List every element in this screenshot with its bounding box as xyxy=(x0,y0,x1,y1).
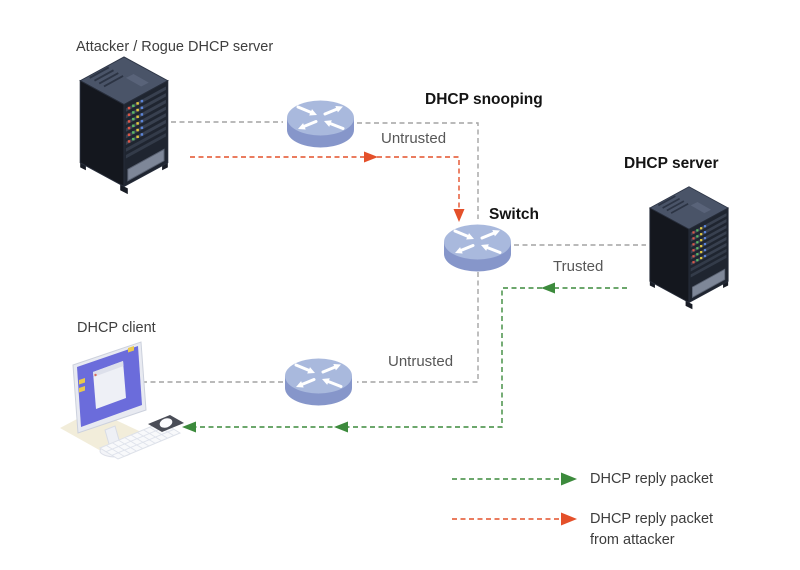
arrowhead-left-icon xyxy=(334,421,348,433)
dhcp-reply-path xyxy=(182,282,627,433)
switch-cylinder-icon xyxy=(281,355,356,407)
port-label-trusted: Trusted xyxy=(553,258,604,275)
switch-cylinder-icon xyxy=(283,97,358,149)
port-label-untrusted-top: Untrusted xyxy=(381,130,447,147)
port-label-untrusted-bottom: Untrusted xyxy=(388,353,454,370)
switch-cylinder-icon xyxy=(440,221,515,273)
legend-sample-lines xyxy=(452,472,577,526)
arrowhead-right-icon xyxy=(364,151,378,163)
switch-label: Switch xyxy=(489,206,539,223)
attacker-reply-path xyxy=(190,151,465,222)
dhcp-client-label: DHCP client xyxy=(77,320,156,336)
arrowhead-down-icon xyxy=(453,209,465,222)
arrowhead-left-icon xyxy=(541,282,555,294)
legend-item-attacker-reply: DHCP reply packet from attacker xyxy=(590,511,714,549)
legend-item-dhcp-reply: DHCP reply packet xyxy=(590,471,714,487)
diagram-title: DHCP snooping xyxy=(425,91,543,108)
dhcp-server-label: DHCP server xyxy=(624,155,719,172)
legend-green-arrow-icon xyxy=(561,472,577,486)
desktop-computer-icon xyxy=(60,338,195,463)
legend-red-arrow-icon xyxy=(561,512,577,526)
attacker-label: Attacker / Rogue DHCP server xyxy=(76,39,274,55)
rack-server-icon xyxy=(648,185,730,311)
rack-server-icon xyxy=(78,55,170,196)
plain-link-lines xyxy=(137,121,646,383)
arrowhead-left-icon xyxy=(182,421,196,433)
